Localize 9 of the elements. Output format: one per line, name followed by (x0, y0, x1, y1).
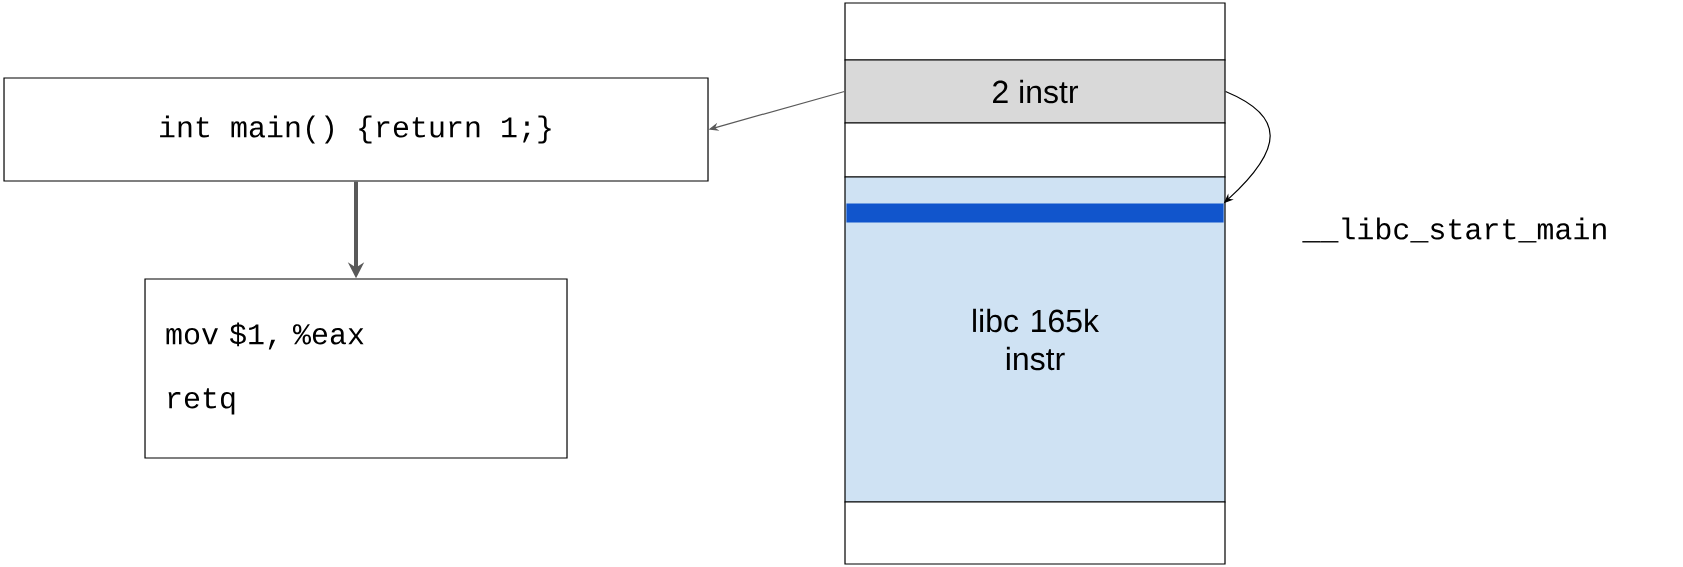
function-bar (846, 203, 1224, 223)
memory-region (844, 501, 1226, 565)
assembly-box: mov $1, %eax retq (144, 278, 568, 459)
function-label: __libc_start_main (1302, 217, 1606, 243)
memory-region (844, 2, 1226, 61)
memory-region: 2 instr (844, 59, 1226, 124)
code-box: int main() {return 1;} (3, 77, 709, 182)
memory-region: libc 165k instr (844, 176, 1226, 503)
memory-region (844, 122, 1226, 178)
